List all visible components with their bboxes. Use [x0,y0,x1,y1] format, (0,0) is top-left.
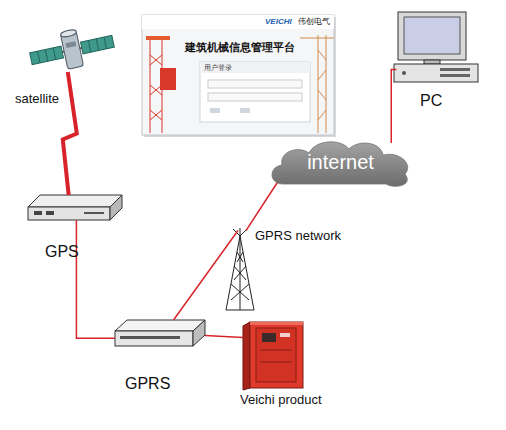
network-link [391,70,396,143]
personal-computer-icon [394,12,478,82]
software-screenshot [142,15,336,137]
wireless-link [63,72,77,195]
platform-title: 建筑机械信息管理平台 [185,41,295,53]
network-link [246,179,280,231]
pc-node: PC [392,12,480,84]
tower-node: GPRS network [222,228,262,313]
inverter-cabinet-icon [243,322,303,390]
device-label: satellite [15,92,59,106]
network-label: GPRS network [255,229,341,243]
device-label: Veichi product [240,393,322,407]
cloud-label: internet [268,151,413,173]
device-label: PC [420,92,442,110]
satellite-icon [27,22,117,77]
gps-node: GPS [25,195,122,220]
brand-logo: VEICHI [265,18,292,27]
satellite-node: satellite [30,28,114,72]
antenna-tower-icon [226,228,254,310]
login-heading: 用户登录 [204,64,232,72]
platform-screenshot-node: VEICHI 伟创电气建筑机械信息管理平台用户登录 [142,15,334,135]
brand-name: 伟创电气 [298,18,330,27]
gprs-modem-icon [115,320,205,346]
cable-link [76,220,115,338]
network-link [174,231,239,320]
cable-link [205,336,243,338]
device-label: GPS [45,243,79,261]
product-node: Veichi product [243,320,305,390]
gprs-node: GPRS [115,320,205,346]
gps-device-icon [28,195,122,220]
device-label: GPRS [125,375,170,393]
internet-cloud: internet [268,138,413,188]
